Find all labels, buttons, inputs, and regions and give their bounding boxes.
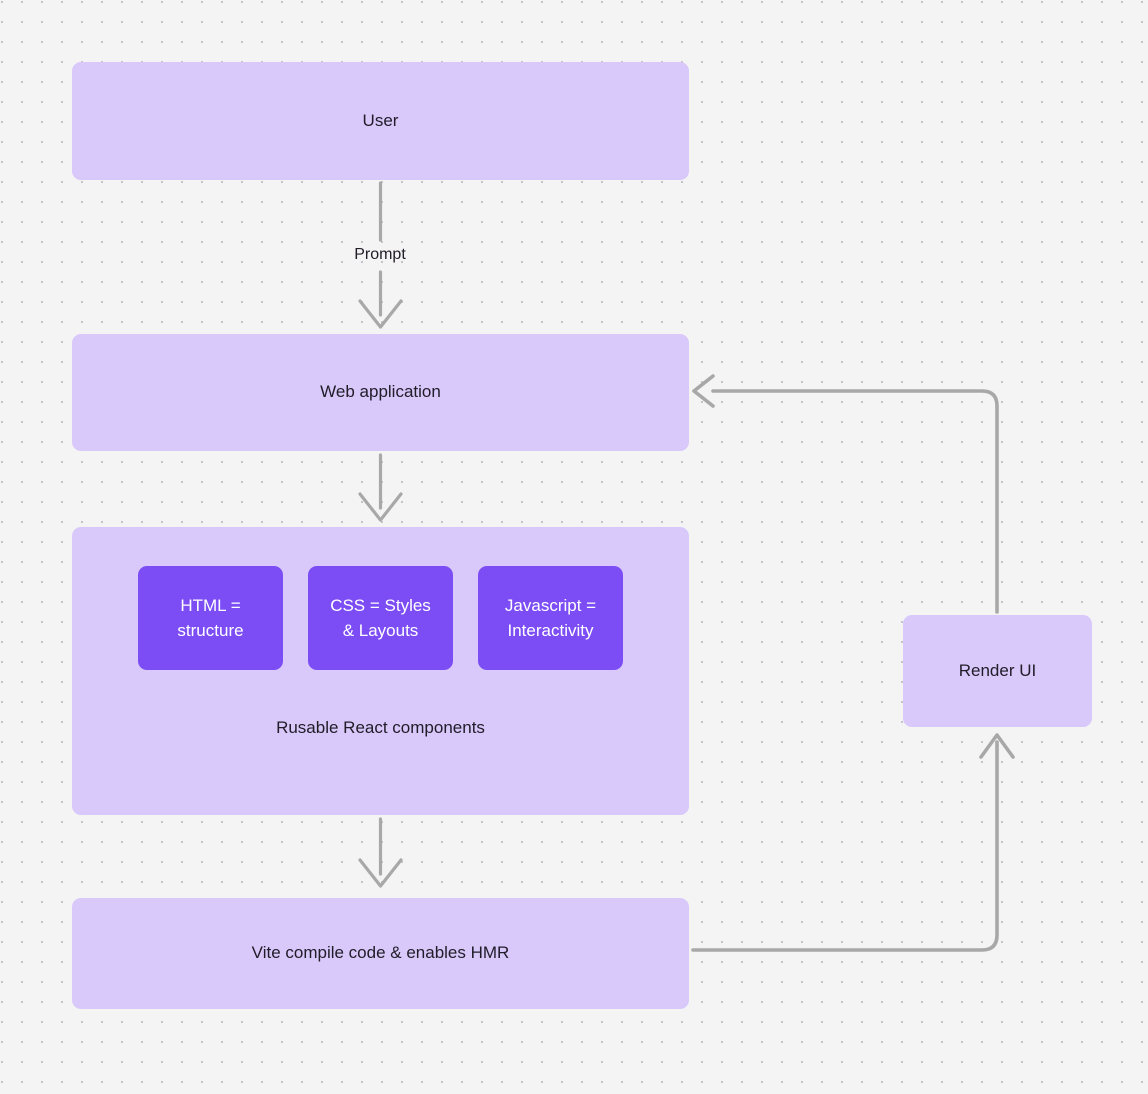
edge-render-ui-to-web-application: [692, 374, 999, 614]
node-vite-label: Vite compile code & enables HMR: [251, 943, 510, 963]
edge-label-prompt: Prompt: [354, 246, 406, 263]
node-vite[interactable]: Vite compile code & enables HMR: [72, 898, 689, 1009]
node-components-group[interactable]: HTML = structure CSS = Styles & Layouts …: [72, 527, 689, 815]
component-box-javascript-line2: Interactivity: [507, 621, 594, 640]
component-box-javascript[interactable]: Javascript = Interactivity: [478, 566, 623, 670]
edge-vite-to-render-ui: [691, 733, 1015, 952]
node-web-application[interactable]: Web application: [72, 334, 689, 451]
edge-components-to-vite: [358, 817, 403, 888]
component-box-javascript-line1: Javascript =: [504, 595, 597, 615]
node-render-ui[interactable]: Render UI: [903, 615, 1092, 727]
component-box-css-line1: CSS = Styles: [330, 595, 431, 615]
component-box-css-line2: & Layouts: [342, 621, 419, 640]
components-group-caption: Rusable React components: [276, 718, 485, 737]
component-box-css-label: CSS = Styles & Layouts: [330, 593, 431, 644]
component-box-javascript-label: Javascript = Interactivity: [505, 593, 596, 644]
node-user[interactable]: User: [72, 62, 689, 180]
component-box-css[interactable]: CSS = Styles & Layouts: [308, 566, 453, 670]
component-box-html-line2: structure: [177, 621, 244, 640]
component-box-html[interactable]: HTML = structure: [138, 566, 283, 670]
node-web-application-label: Web application: [320, 382, 441, 402]
node-render-ui-label: Render UI: [958, 660, 1037, 680]
edge-web-application-to-components: [358, 453, 403, 522]
component-box-html-label: HTML = structure: [177, 593, 243, 644]
edge-user-to-web-application-arrow: [358, 270, 403, 329]
component-box-html-line1: HTML =: [180, 595, 241, 615]
component-box-row: HTML = structure CSS = Styles & Layouts …: [72, 566, 689, 670]
node-user-label: User: [362, 110, 399, 130]
